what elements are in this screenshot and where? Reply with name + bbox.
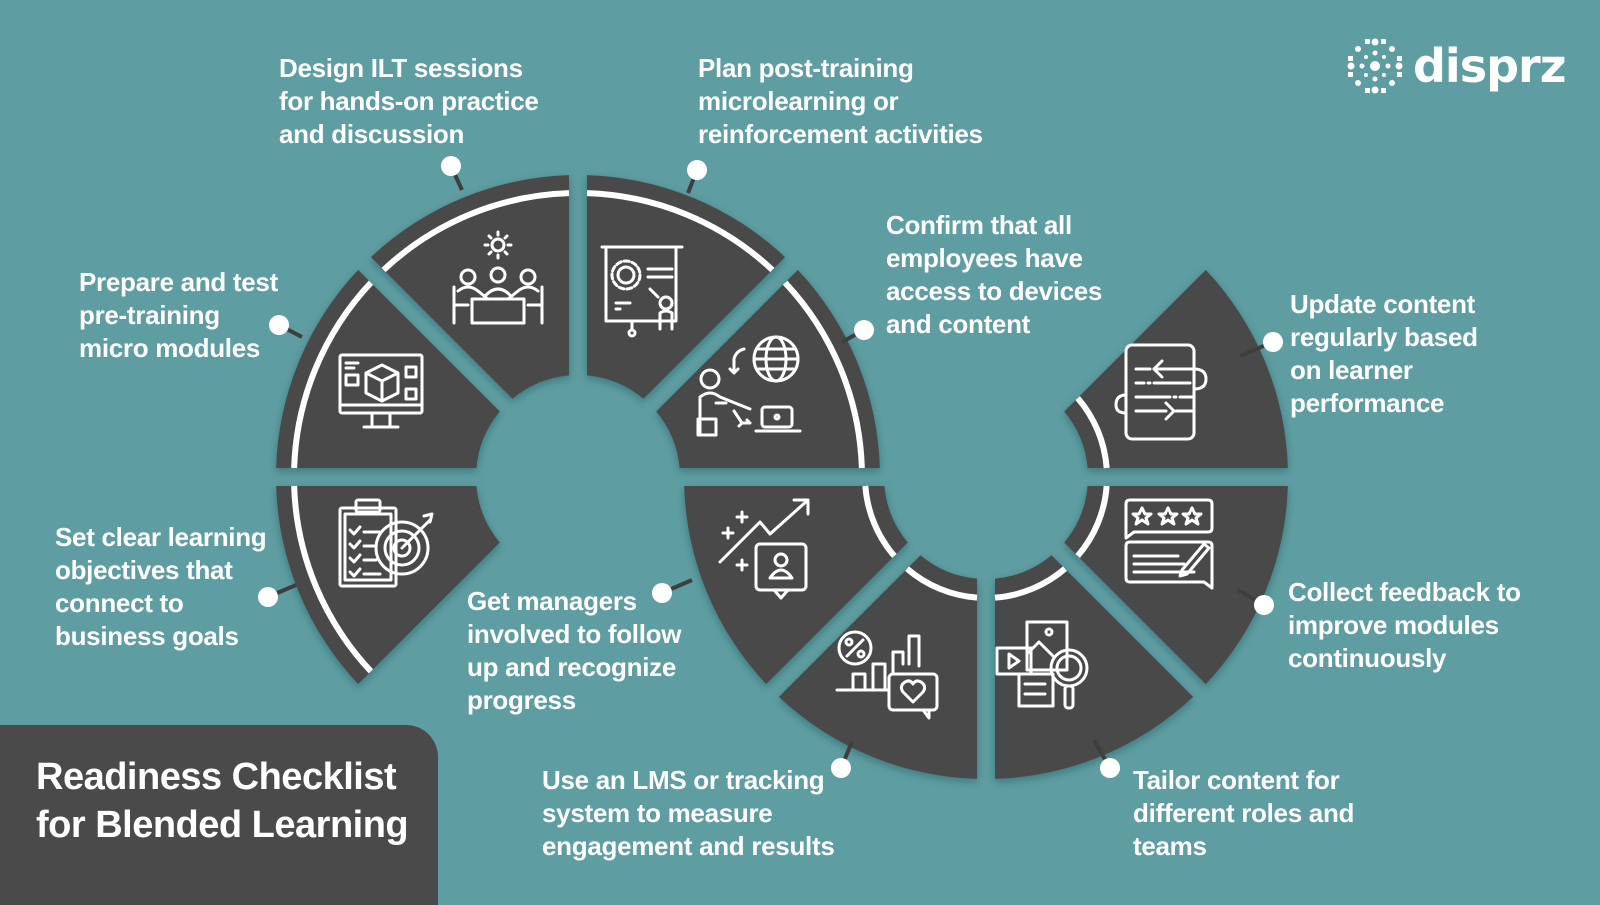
connector-dot-tailor-content — [1100, 758, 1120, 778]
step-label-collect-feedback: Collect feedback to improve modules cont… — [1288, 577, 1521, 673]
document-sync-arrows-icon — [1114, 343, 1208, 441]
step-label-plan-reinforcement: Plan post-training microlearning or rein… — [698, 53, 983, 149]
connectors-layer — [258, 156, 1283, 778]
connector-dot-plan-reinforcement — [687, 160, 707, 180]
segments-layer — [276, 175, 1288, 779]
step-label-lms-tracking: Use an LMS or tracking system to measure… — [542, 765, 835, 861]
white-arc-tailor-content — [994, 566, 1067, 601]
step-label-tailor-content: Tailor content for different roles and t… — [1133, 765, 1355, 861]
connector-dot-prepare-modules — [269, 315, 289, 335]
title-panel: Readiness Checklist for Blended Learning — [0, 725, 438, 905]
step-label-update-content: Update content regularly based on learne… — [1290, 289, 1478, 418]
monitor-3d-cube-icon — [338, 353, 424, 429]
white-arc-plan-reinforcement — [586, 190, 775, 273]
connector-dot-lms-tracking — [831, 758, 851, 778]
ring-segment-tailor-content — [995, 555, 1194, 779]
connector-dot-collect-feedback — [1254, 595, 1274, 615]
growth-arrow-profile-icon — [718, 498, 810, 600]
ring-segment-manager-involvement — [684, 486, 908, 685]
white-arc-collect-feedback — [1075, 485, 1110, 558]
ring-segment-plan-reinforcement — [587, 175, 786, 399]
media-search-icon — [995, 620, 1089, 710]
white-arc-lms-tracking — [905, 566, 978, 601]
brand-logo: disprz — [1345, 36, 1566, 96]
white-arc-update-content — [1075, 396, 1110, 469]
white-arc-confirm-access — [782, 280, 865, 469]
white-arc-manager-involvement — [862, 485, 897, 558]
snowflake-dots-logo-icon — [1347, 38, 1403, 94]
star-rating-feedback-icon — [1124, 498, 1214, 590]
page-title: Readiness Checklist for Blended Learning — [36, 756, 409, 846]
ring-segment-lms-tracking — [778, 555, 977, 779]
connector-dot-confirm-access — [854, 320, 874, 340]
meeting-table-gear-icon — [452, 230, 544, 325]
person-globe-laptop-icon — [696, 335, 802, 437]
step-label-prepare-modules: Prepare and test pre-training micro modu… — [79, 267, 278, 363]
white-arcs-layer — [291, 190, 1110, 674]
white-arc-prepare-modules — [291, 280, 374, 469]
brand-name: disprz — [1413, 39, 1566, 93]
step-label-manager-involvement: Get managers involved to follow up and r… — [467, 586, 682, 715]
connector-dot-update-content — [1263, 332, 1283, 352]
step-label-design-ilt: Design ILT sessions for hands-on practic… — [279, 53, 539, 149]
step-label-confirm-access: Confirm that all employees have access t… — [886, 210, 1103, 339]
connector-dot-manager-involvement — [652, 583, 672, 603]
connector-dot-set-objectives — [258, 587, 278, 607]
ring-segment-collect-feedback — [1064, 486, 1288, 685]
connector-dot-design-ilt — [441, 156, 461, 176]
white-arc-set-objectives — [291, 485, 374, 674]
step-label-set-objectives: Set clear learning objectives that conne… — [55, 522, 267, 651]
clipboard-target-icon — [338, 498, 434, 588]
icons-layer — [338, 230, 1214, 720]
presentation-board-icon — [600, 245, 684, 338]
percent-bar-chart-heart-icon — [835, 630, 939, 720]
white-arc-design-ilt — [381, 190, 570, 273]
